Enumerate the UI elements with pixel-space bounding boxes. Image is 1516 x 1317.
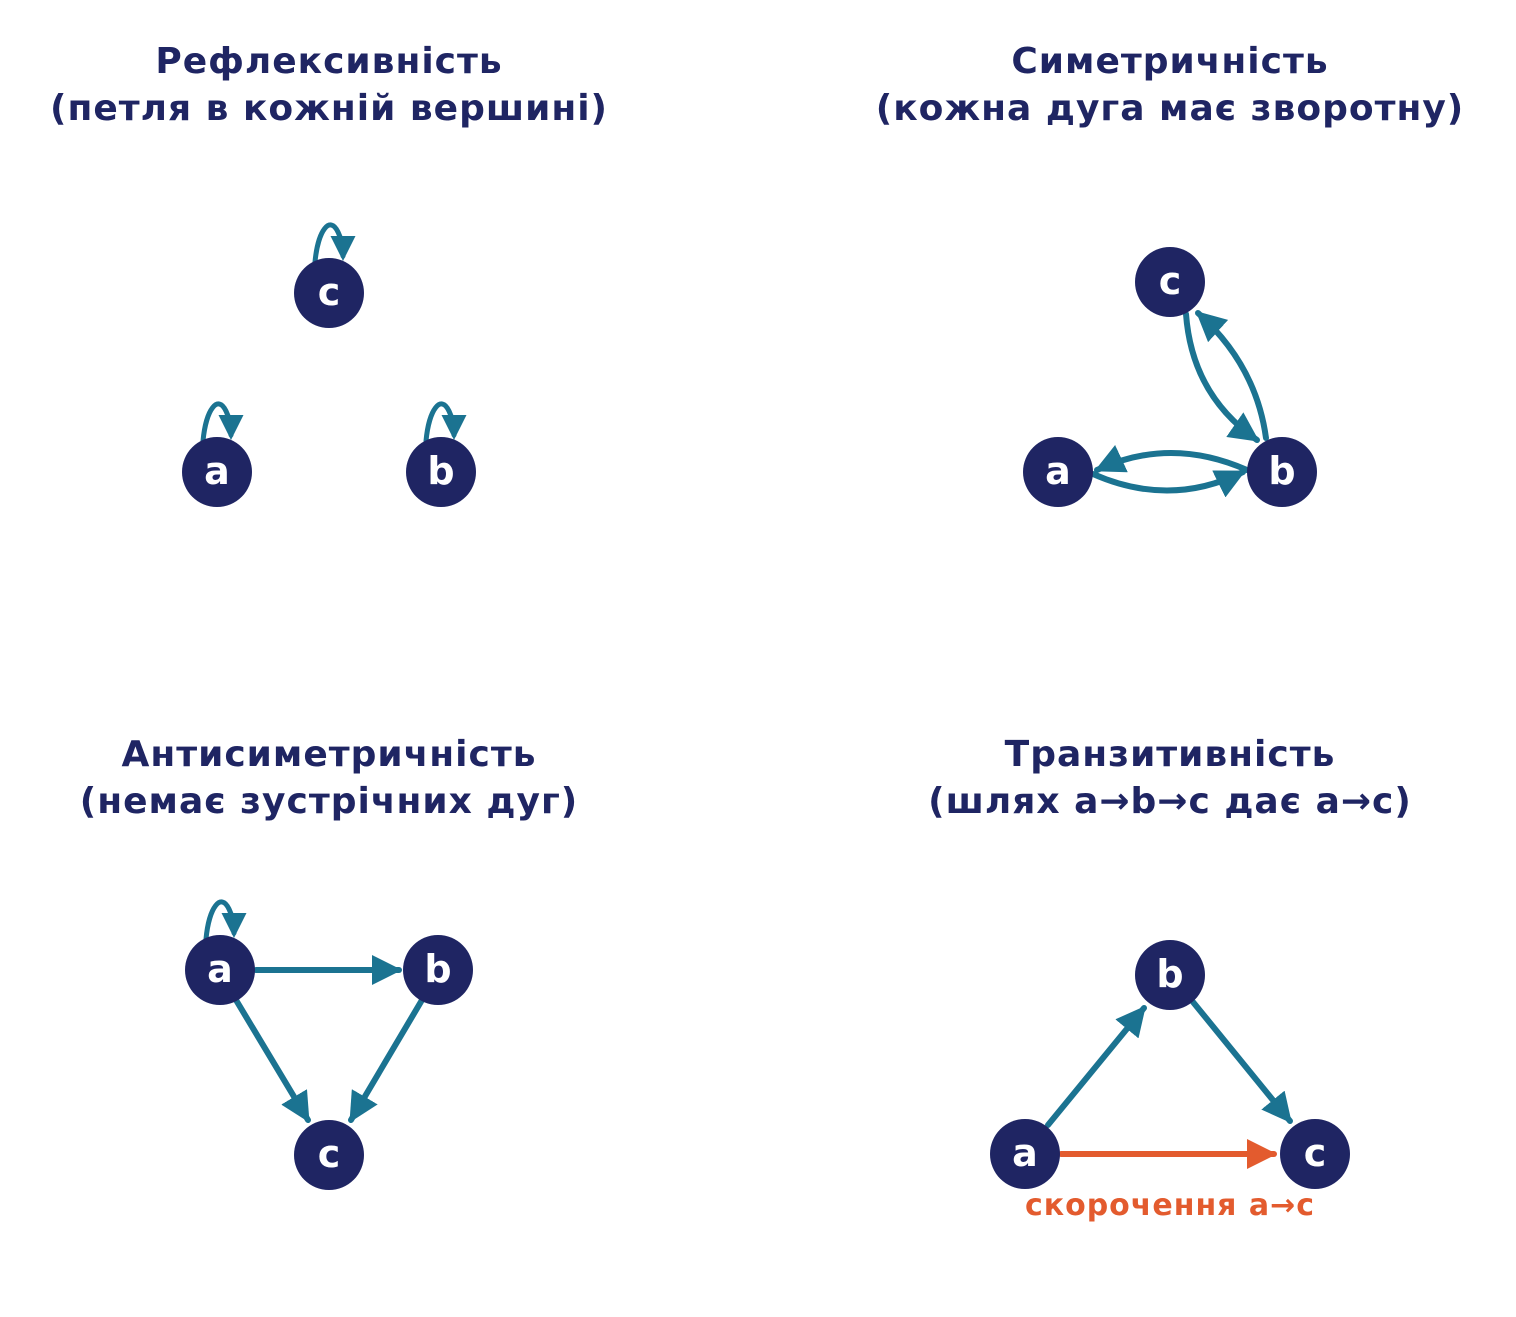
edge-b-to-a — [1094, 445, 1250, 473]
node-c: c — [294, 1120, 364, 1190]
panel-title-line2: (шлях a→b→c дає a→c) — [928, 781, 1412, 822]
node-b: b — [1135, 940, 1205, 1010]
node-b: b — [403, 935, 473, 1005]
node-label: b — [1268, 449, 1295, 493]
panel-antisymmetric: Антисиметричність (немає зустрічних дуг)… — [80, 734, 578, 1190]
panel-title-line2: (кожна дуга має зворотну) — [876, 88, 1465, 129]
edge-c-to-b — [1183, 311, 1260, 443]
node-label: b — [424, 947, 451, 991]
self-loop-a — [203, 899, 247, 942]
edge-b-to-c — [1190, 999, 1293, 1124]
node-label: b — [427, 449, 454, 493]
panel-symmetric: Симетричність (кожна дуга має зворотну) … — [876, 41, 1465, 507]
panel-transitive: Транзитивність (шлях a→b→c дає a→c) b a … — [928, 734, 1412, 1223]
self-loop-a — [200, 401, 244, 444]
node-label: b — [1156, 952, 1183, 996]
node-c: c — [1135, 247, 1205, 317]
node-c: c — [1280, 1119, 1350, 1189]
node-label: a — [1045, 449, 1071, 493]
node-label: c — [318, 270, 341, 314]
panel-title-line1: Антисиметричність — [122, 734, 537, 775]
node-label: c — [1304, 1131, 1327, 1175]
panel-title-line2: (немає зустрічних дуг) — [80, 781, 578, 822]
panel-title-line1: Рефлексивність — [155, 41, 502, 82]
node-label: a — [204, 449, 230, 493]
edge-b-to-c — [348, 997, 425, 1123]
node-a: a — [1023, 437, 1093, 507]
edge-a-to-b — [1090, 469, 1246, 498]
node-label: c — [1159, 259, 1182, 303]
node-a: a — [185, 935, 255, 1005]
shortcut-label: скорочення a→c — [1025, 1188, 1315, 1223]
node-b: b — [1247, 437, 1317, 507]
node-label: c — [318, 1132, 341, 1176]
node-b: b — [406, 437, 476, 507]
node-label: a — [1012, 1131, 1038, 1175]
edge-a-to-c — [233, 997, 311, 1123]
node-a: a — [182, 437, 252, 507]
self-loop-c — [312, 222, 356, 265]
panel-title-line2: (петля в кожній вершині) — [50, 88, 608, 129]
edge-a-to-b — [1045, 1005, 1147, 1128]
panel-reflexive: Рефлексивність (петля в кожній вершині) … — [50, 41, 608, 507]
panel-title-line1: Симетричність — [1011, 41, 1328, 82]
self-loop-b — [423, 401, 467, 444]
node-c: c — [294, 258, 364, 328]
edge-b-to-c — [1195, 310, 1269, 441]
node-a: a — [990, 1119, 1060, 1189]
node-label: a — [207, 947, 233, 991]
panel-title-line1: Транзитивність — [1005, 734, 1336, 775]
